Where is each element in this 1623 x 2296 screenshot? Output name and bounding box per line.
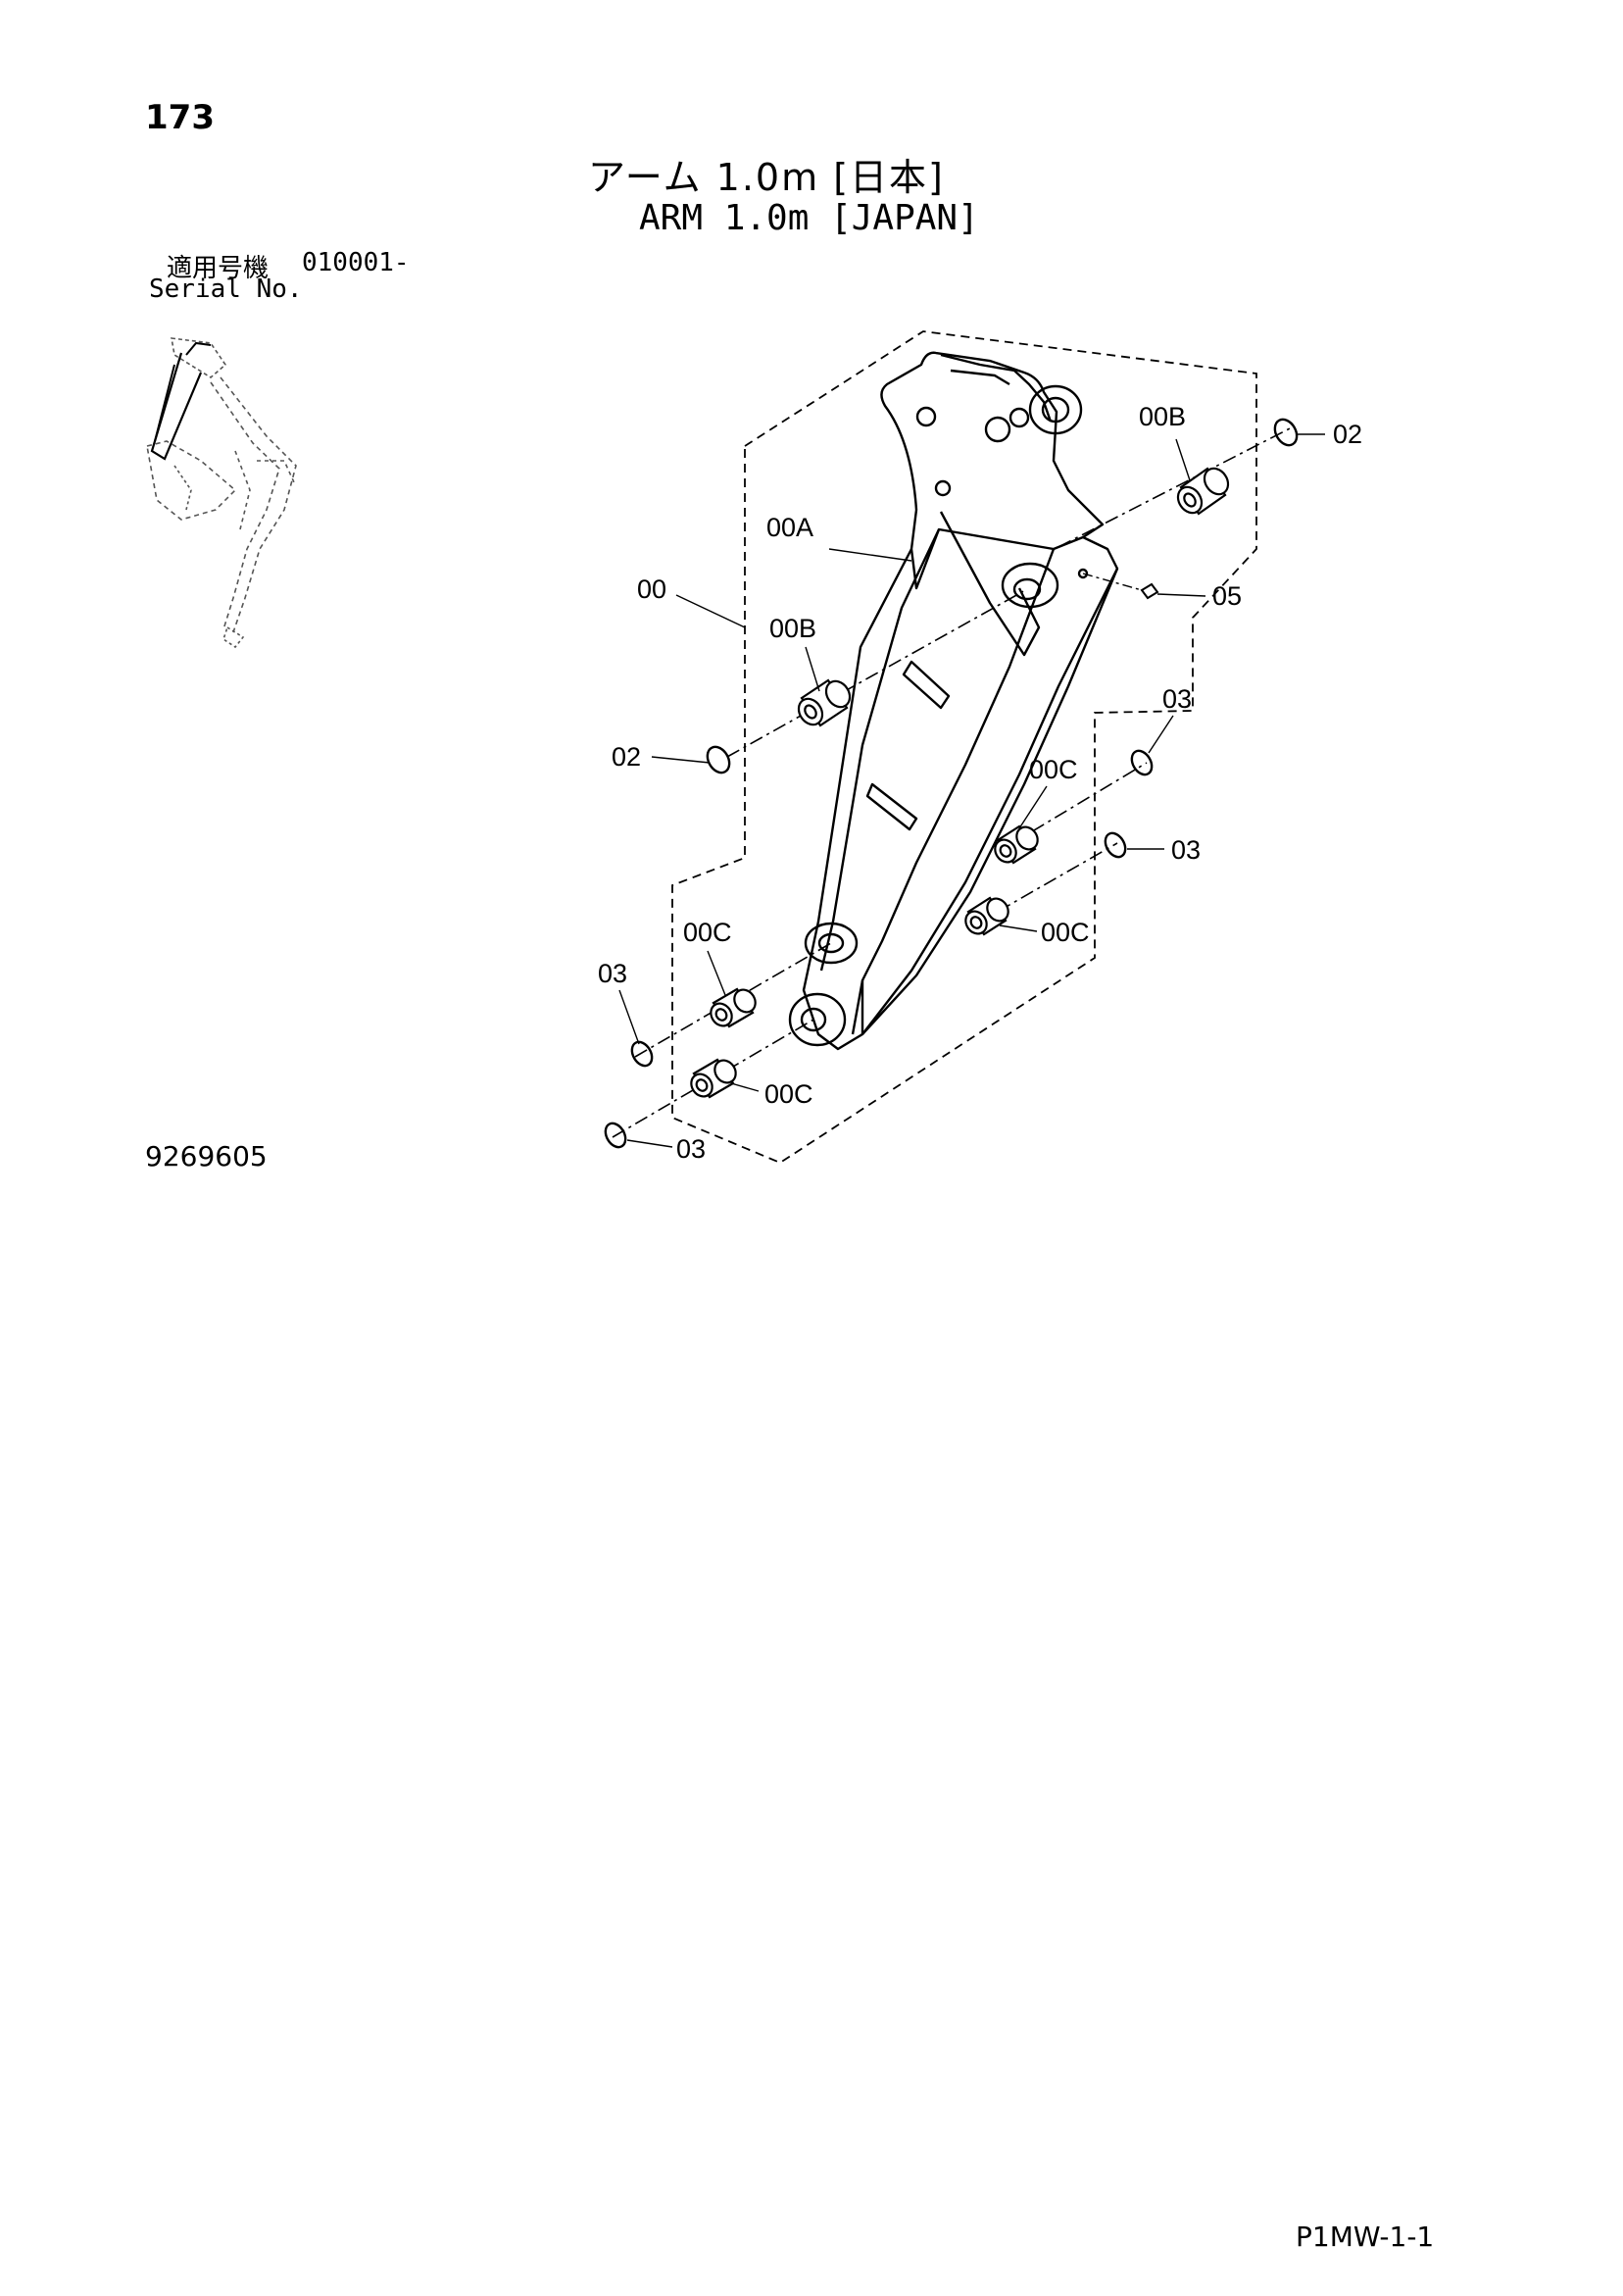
serial-label-english: Serial No. [149,275,303,304]
page-title-japanese: アーム 1.0m [日本] [588,156,945,199]
callout-00b-left: 00B [769,614,816,643]
callout-00b-upper: 00B [1139,402,1186,431]
callout-labels: 00B 02 00A 00 00B 05 02 03 03 00C 00C 00… [598,402,1362,1164]
callout-00: 00 [637,574,666,604]
ring-03-upper-right [1130,749,1154,776]
bushing-00b-left [797,678,852,727]
callout-03-upper-right: 03 [1162,684,1192,714]
bushings [690,467,1230,1099]
bushing-00c-right [964,896,1009,936]
callout-00c-right: 00C [1041,918,1090,947]
arm-body [788,351,1119,1051]
page-title-english: ARM 1.0m [JAPAN] [639,198,979,238]
bushing-00b-upper [1176,467,1230,516]
bushing-00c-left [710,987,757,1028]
grease-fitting [1082,573,1159,600]
excavator-thumbnail [146,337,297,649]
callout-03-right: 03 [1171,835,1201,865]
serial-label-japanese: 適用号機 [167,254,270,283]
callout-03-left: 03 [598,959,627,988]
ring-02-right [1273,418,1299,447]
serial-number-value: 010001- [302,248,410,277]
bushing-00c-upper [994,824,1039,865]
ring-03-right [1104,831,1127,859]
callout-02-left: 02 [612,742,641,772]
footer-page-code: P1MW-1-1 [1296,2221,1435,2253]
callout-00c-upper: 00C [1029,755,1078,784]
callout-03-bottom: 03 [676,1134,706,1164]
ring-03-left [630,1040,654,1068]
callout-00c-bottom: 00C [764,1079,813,1109]
drawing-number: 9269605 [145,1140,268,1173]
callout-00c-left: 00C [683,918,732,947]
bushing-00c-bottom [690,1058,737,1099]
leader-lines [618,433,1325,1148]
page-number: 173 [145,98,215,137]
callout-05: 05 [1212,581,1242,611]
ring-02-left [706,745,731,774]
callout-02-right: 02 [1333,420,1362,449]
callout-00a: 00A [766,513,813,542]
ring-03-bottom [604,1122,627,1149]
assembly-boundary [671,330,1257,1165]
snap-rings [604,418,1299,1149]
